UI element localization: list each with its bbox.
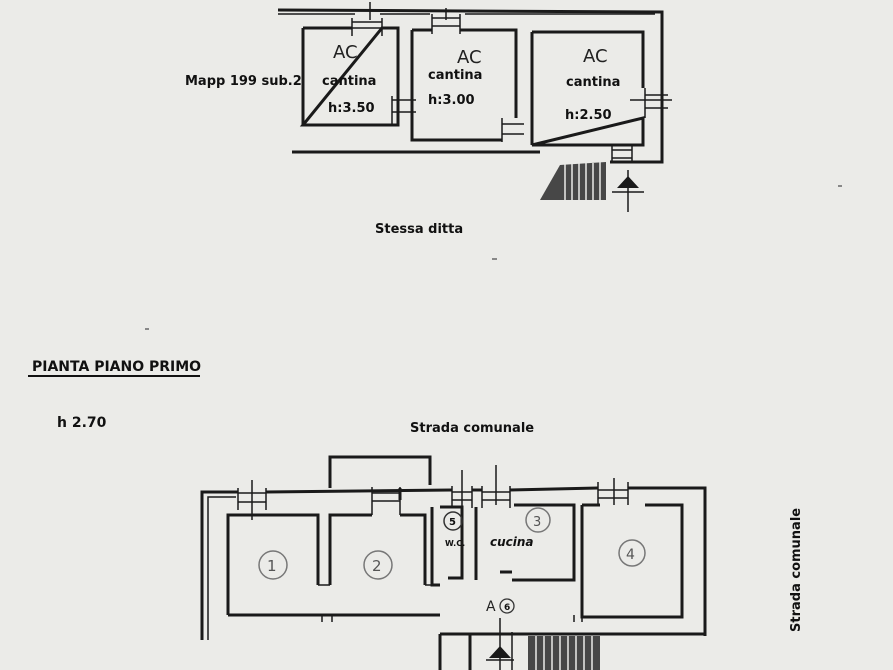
room-1-height: h:3.50 bbox=[328, 101, 375, 116]
upper-stairs bbox=[540, 162, 644, 212]
owner-label: Stessa ditta bbox=[375, 222, 463, 237]
room-2-name: cantina bbox=[428, 68, 482, 83]
kitchen-walls bbox=[474, 503, 576, 582]
upper-plan: Mapp 199 sub.2 Stessa ditta AC cantina h… bbox=[185, 2, 672, 237]
plan-title: PIANTA PIANO PRIMO bbox=[32, 359, 201, 375]
road-label-top: Strada comunale bbox=[410, 421, 534, 436]
upper-openings bbox=[351, 2, 672, 162]
wc-label: W.C. bbox=[445, 539, 465, 548]
road-label-right: Strada comunale bbox=[789, 508, 804, 632]
room-4-walls bbox=[580, 503, 684, 619]
scan-specks bbox=[145, 185, 842, 330]
room-3-name: cucina bbox=[490, 535, 534, 549]
lower-openings bbox=[237, 465, 629, 622]
cellar-room-3-walls bbox=[530, 30, 645, 147]
room-1-number: 1 bbox=[267, 557, 277, 575]
wc-number: 5 bbox=[449, 517, 456, 528]
room-markers: 1 2 3 cucina 4 5 W.C. A 6 bbox=[258, 507, 646, 615]
room-2-height: h:3.00 bbox=[428, 93, 475, 108]
hall-label: A bbox=[486, 599, 496, 615]
lower-plan: PIANTA PIANO PRIMO h 2.70 Strada comunal… bbox=[28, 359, 804, 670]
room-3-height: h:2.50 bbox=[565, 108, 612, 123]
rooms-1-2-walls bbox=[226, 513, 440, 617]
lower-stairs bbox=[438, 618, 600, 670]
floor-height: h 2.70 bbox=[57, 415, 107, 431]
room-3-number: 3 bbox=[533, 515, 541, 530]
hall-number: 6 bbox=[504, 603, 510, 613]
top-projection bbox=[328, 455, 432, 488]
neighbor-label: Mapp 199 sub.2 bbox=[185, 74, 302, 89]
room-4-number: 4 bbox=[626, 547, 635, 563]
room-3-name: cantina bbox=[566, 75, 620, 90]
room-2-code: AC bbox=[457, 47, 482, 68]
upper-outer-wall bbox=[277, 8, 664, 164]
room-1-code: AC bbox=[333, 42, 358, 63]
cellar-room-1-walls bbox=[299, 26, 400, 127]
room-2-number: 2 bbox=[372, 557, 382, 575]
lower-outer-wall bbox=[200, 486, 707, 640]
room-1-name: cantina bbox=[322, 74, 376, 89]
cellar-room-2-walls bbox=[410, 28, 518, 142]
room-3-code: AC bbox=[583, 46, 608, 67]
